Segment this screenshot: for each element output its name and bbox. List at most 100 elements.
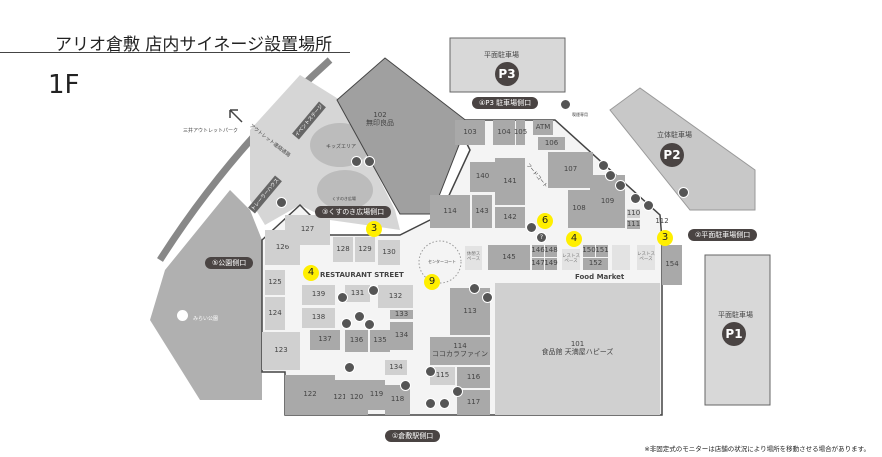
entrance-park: ⑤公園側口 xyxy=(205,257,254,269)
p2-badge: P2 xyxy=(660,143,684,167)
stairs-icon xyxy=(368,285,379,296)
information-icon: ? xyxy=(536,232,547,243)
store-130: 130 xyxy=(378,240,400,265)
escalator-icon xyxy=(344,362,355,373)
stairs-icon xyxy=(276,197,287,208)
entrance-kusunoki: ③くすのき広場側口 xyxy=(315,206,392,218)
store-117: 117 xyxy=(457,390,490,415)
entrance-p3-parking: ④P3 駐車場側口 xyxy=(472,97,539,109)
store-106: 106 xyxy=(538,137,565,150)
aed-icon xyxy=(526,222,537,233)
page-title: アリオ倉敷 店内サイネージ設置場所 xyxy=(55,35,333,55)
restaurant-street-label: RESTAURANT STREET xyxy=(320,271,404,279)
store-150: 150 xyxy=(582,245,596,257)
footnote: ※非固定式のモニターは店舗の状況により場所を移動させる場合があります。 xyxy=(644,445,870,453)
park-area xyxy=(150,190,262,400)
store-121: 121 xyxy=(333,380,347,415)
store-114: 114 xyxy=(430,195,470,228)
parking-elevator-icon xyxy=(678,187,689,198)
store-112: 112 xyxy=(655,217,669,226)
p3-label: 平面駐車場 xyxy=(484,51,519,59)
store-105: 105 xyxy=(514,120,527,145)
wheelchair-icon xyxy=(354,311,365,322)
store-107: 107 xyxy=(548,152,593,188)
title-underline xyxy=(0,52,350,53)
smoking-room-icon xyxy=(560,99,571,110)
signage-marker: 6 xyxy=(537,213,553,229)
nursing-icon xyxy=(364,319,375,330)
locker-icon xyxy=(598,160,609,171)
p2-label: 立体駐車場 xyxy=(657,131,692,139)
tree-icon xyxy=(177,310,188,321)
center-court xyxy=(418,240,462,284)
store-122: 122 xyxy=(285,375,335,415)
p1-badge: P1 xyxy=(722,322,746,346)
signage-marker: 4 xyxy=(303,265,319,281)
entrance-kurashiki-station: ①倉敷駅側口 xyxy=(385,430,441,442)
stairs-icon xyxy=(630,193,641,204)
store-137: 137 xyxy=(310,330,340,350)
locker-icon xyxy=(400,380,411,391)
floor-label: 1F xyxy=(48,70,80,100)
store-103: 103 xyxy=(455,120,485,145)
store-118: 118 xyxy=(385,385,410,415)
store-ATM: ATM xyxy=(533,120,553,135)
kids-area-label: キッズエリア xyxy=(326,144,357,150)
p1-label: 平面駐車場 xyxy=(718,311,753,319)
entrance-flat-parking: ②平面駐車場側口 xyxy=(688,229,758,241)
store-レストスペース: レストスペース xyxy=(637,245,655,270)
phone-icon xyxy=(452,386,463,397)
store-154: 154 xyxy=(662,245,682,285)
elevator-icon xyxy=(425,398,436,409)
store-133: 133 xyxy=(390,310,413,319)
store-110: 110 xyxy=(626,208,641,218)
store-134: 134 xyxy=(390,322,413,350)
elevator-icon xyxy=(643,200,654,211)
baby-room-icon xyxy=(337,292,348,303)
store-145: 145 xyxy=(488,245,530,270)
store-124: 124 xyxy=(265,297,285,330)
store-138: 138 xyxy=(302,308,335,328)
store-102: 102 無印良品 xyxy=(366,111,394,127)
store-135: 135 xyxy=(370,330,390,352)
store-136: 136 xyxy=(345,330,368,352)
escalator-icon xyxy=(351,156,362,167)
store-142: 142 xyxy=(495,207,525,228)
store-132: 132 xyxy=(378,285,413,308)
store-120: 120 xyxy=(345,380,368,415)
store-152: 152 xyxy=(583,258,608,270)
park-label: みらい公園 xyxy=(193,316,219,322)
stairs-icon xyxy=(469,283,480,294)
store-127: 127 xyxy=(285,215,330,245)
smoking-icon xyxy=(482,292,493,303)
signage-marker: 4 xyxy=(566,231,582,247)
store-151: 151 xyxy=(595,245,609,257)
store-147: 147 xyxy=(531,258,545,270)
store-125: 125 xyxy=(265,270,285,295)
center-court-label: センターコート xyxy=(428,259,456,264)
signage-marker: 9 xyxy=(424,274,440,290)
stairs-icon xyxy=(364,156,375,167)
smoking-label: 喫煙専用 xyxy=(572,112,588,117)
store-143: 143 xyxy=(472,195,492,228)
outlet-arrow-icon xyxy=(229,109,243,123)
signage-marker: 3 xyxy=(366,221,382,237)
store-128: 128 xyxy=(333,237,353,262)
store-131: 131 xyxy=(345,285,370,302)
kusunoki-label: くすのき広場 xyxy=(332,196,356,201)
store-148: 148 xyxy=(544,245,558,257)
store-108: 108 xyxy=(568,190,590,228)
locker-icon xyxy=(425,366,436,377)
outlet-label: 三井アウトレットパーク xyxy=(183,128,239,134)
store-104: 104 xyxy=(493,120,515,145)
store-114: 114 ココカラファイン xyxy=(430,337,490,365)
store-115: 115 xyxy=(430,367,455,385)
stairs-icon xyxy=(439,398,450,409)
food-market-label: Food Market xyxy=(575,273,625,281)
store-140: 140 xyxy=(470,162,495,192)
store-blank xyxy=(612,245,630,270)
restroom-icon xyxy=(615,180,626,191)
store-休憩スペース: 休憩スペース xyxy=(465,246,482,270)
store-141: 141 xyxy=(495,158,525,205)
store-129: 129 xyxy=(355,237,375,262)
